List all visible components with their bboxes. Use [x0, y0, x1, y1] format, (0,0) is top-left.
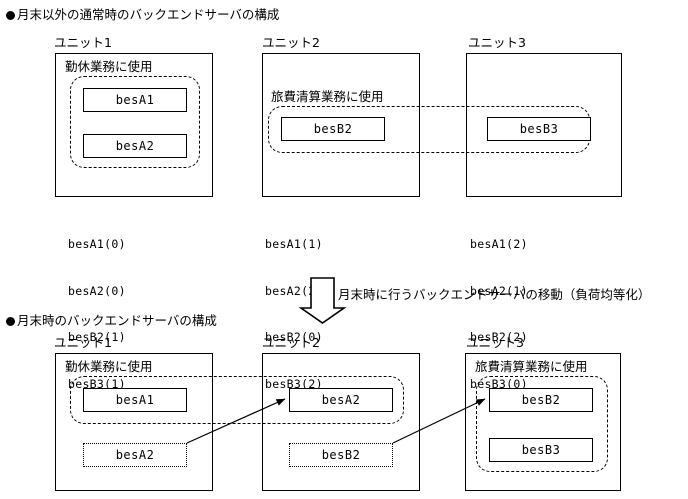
top-unit-1-box: [55, 53, 213, 197]
value-line: besB3(2): [265, 376, 323, 391]
bottom-unit-3-usage-label: 旅費清算業務に使用: [474, 359, 589, 374]
value-line: besA1(2): [470, 237, 528, 251]
value-line: besB2(2): [470, 330, 528, 344]
bottom-unit-1-usage-label: 勤休業務に使用: [64, 359, 154, 374]
bottom-server-besB2: besB2: [489, 388, 593, 412]
value-line: besA1(1): [265, 237, 323, 251]
top-unit-1-label: ユニット1: [54, 35, 112, 50]
top-section-heading-text: 月末以外の通常時のバックエンドサーバの構成: [17, 7, 280, 22]
top-unit-1-usage-label: 勤休業務に使用: [64, 59, 154, 74]
bottom-ghost-server-besA2: besA2: [83, 443, 187, 467]
top-server-besB3: besB3: [487, 117, 591, 141]
bottom-server-besA1: besA1: [83, 388, 187, 412]
transition-caption: 月末時に行うバックエンドサーバの移動（負荷均等化）: [338, 287, 651, 302]
bottom-unit-3-label: ユニット3: [466, 335, 524, 350]
bottom-section-heading-text: 月末時のバックエンドサーバの構成: [17, 313, 217, 328]
value-line: besA2(2): [265, 283, 323, 298]
bottom-server-besB3: besB3: [489, 438, 593, 462]
bottom-section-heading: 月末時のバックエンドサーバの構成: [6, 314, 217, 328]
value-line: besB2(1): [68, 330, 126, 344]
bottom-unit-2-label: ユニット2: [262, 335, 320, 350]
value-line: besA2(1): [470, 283, 528, 298]
top-unit-3-label: ユニット3: [468, 35, 526, 50]
top-section-heading: 月末以外の通常時のバックエンドサーバの構成: [6, 8, 279, 22]
value-line: besB2(0): [265, 330, 323, 344]
value-line: besA1(0): [68, 237, 126, 251]
bottom-unit-1-label: ユニット1: [54, 335, 112, 350]
top-unit-2-label: ユニット2: [262, 35, 320, 50]
bottom-server-besA2: besA2: [289, 388, 393, 412]
value-line: besA2(0): [68, 283, 126, 298]
top-unit-2-box: [262, 53, 420, 197]
top-server-besA1: besA1: [83, 88, 187, 112]
bullet-icon: [6, 11, 15, 20]
top-server-besB2: besB2: [281, 117, 385, 141]
bottom-ghost-server-besB2: besB2: [289, 443, 393, 467]
top-unit-3-box: [466, 53, 622, 197]
top-group-attendance: [70, 76, 200, 168]
top-unit-2-usage-label: 旅費清算業務に使用: [270, 89, 385, 104]
bullet-icon: [6, 317, 15, 326]
top-server-besA2: besA2: [83, 134, 187, 158]
